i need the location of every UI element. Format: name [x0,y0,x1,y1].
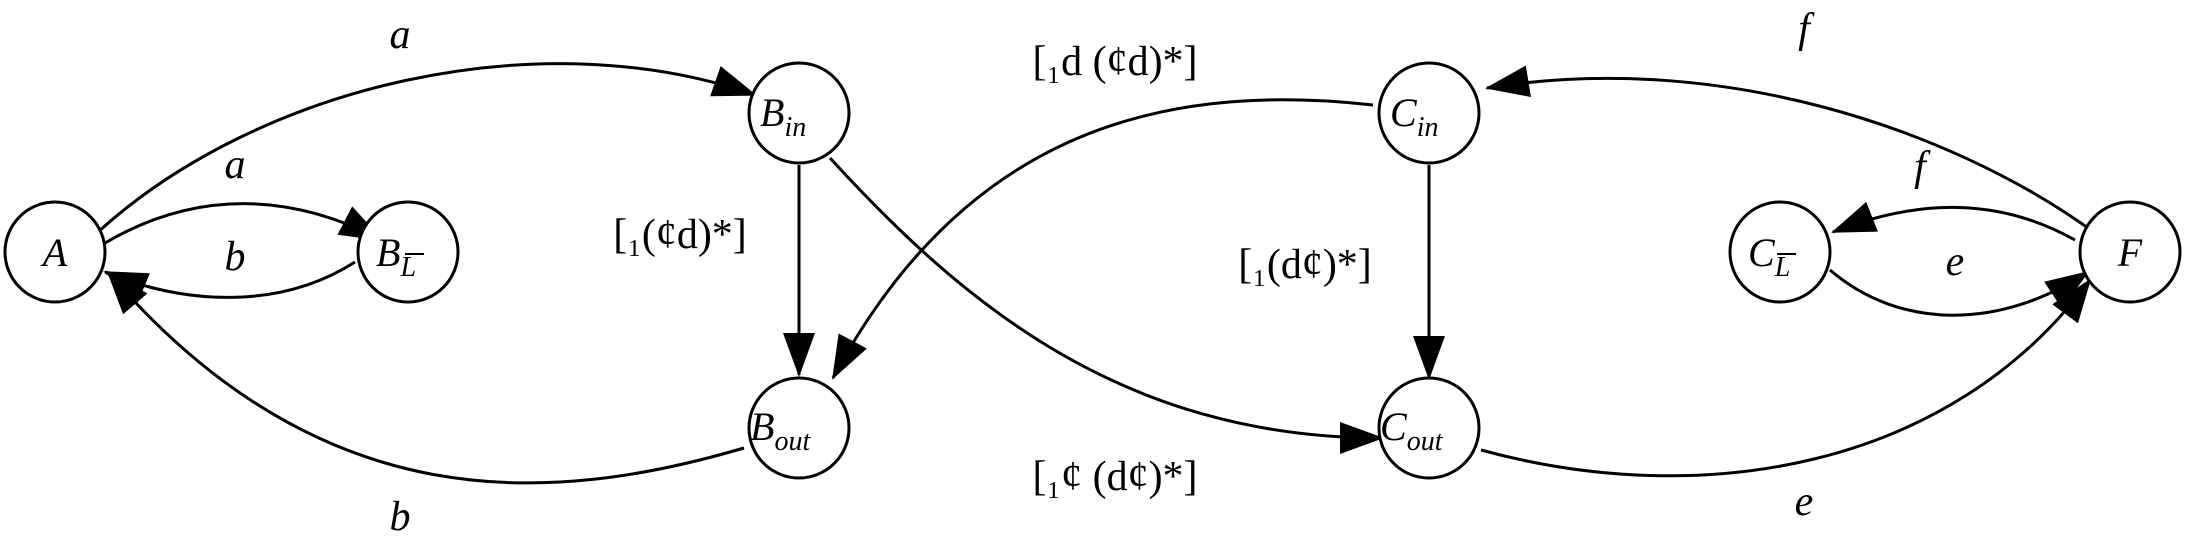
edge-label-f-inner: f [1914,144,1931,190]
edge-a-A-to-BL [104,202,384,245]
edge-label-a-inner: a [225,142,246,188]
svg-text:Cout: Cout [1380,404,1444,457]
edge-label-b-inner: b [225,234,246,280]
svg-text:A: A [40,230,68,275]
svg-text:CL: CL [1748,230,1790,283]
edge-Bin-to-Cout [828,156,1384,454]
edge-a-A-to-Bin [96,62,757,234]
svg-text:Bout: Bout [750,404,811,457]
regex-label-cin-cout: [₁(d¢)*] [1238,242,1372,288]
edge-label-e-inner: e [1946,239,1965,285]
node-B-L: BL [356,200,460,304]
node-B-out: Bout [747,376,851,480]
svg-text:Cin: Cin [1390,90,1438,143]
edge-label-f-top: f [1798,6,1815,52]
edge-label-e-bottom: e [1795,479,1814,525]
node-C-in: Cin [1377,61,1481,165]
edge-f-F-to-Cin [1485,65,2089,230]
svg-text:Bin: Bin [760,90,806,143]
node-A: A [3,200,107,304]
svg-text:BL: BL [376,230,416,283]
regex-label-bin-bout: [₁(¢d)*] [613,212,747,258]
edge-label-b-bottom: b [390,494,411,539]
node-F: F [2078,200,2182,304]
edge-e-Cout-to-F [1480,278,2092,478]
node-C-L: CL [1728,200,1832,304]
edge-Cin-to-Bout [831,98,1374,380]
edge-label-a-top: a [390,12,411,58]
regex-label-bin-cout: [₁¢ (d¢)*] [1032,454,1197,500]
svg-text:F: F [2117,230,2143,275]
node-B-in: Bin [747,61,851,165]
edge-b-Bout-to-A [106,270,745,485]
node-C-out: Cout [1377,376,1481,480]
regex-label-cin-bout: [₁d (¢d)*] [1032,39,1197,85]
edge-f-F-to-CL [1831,201,2076,242]
